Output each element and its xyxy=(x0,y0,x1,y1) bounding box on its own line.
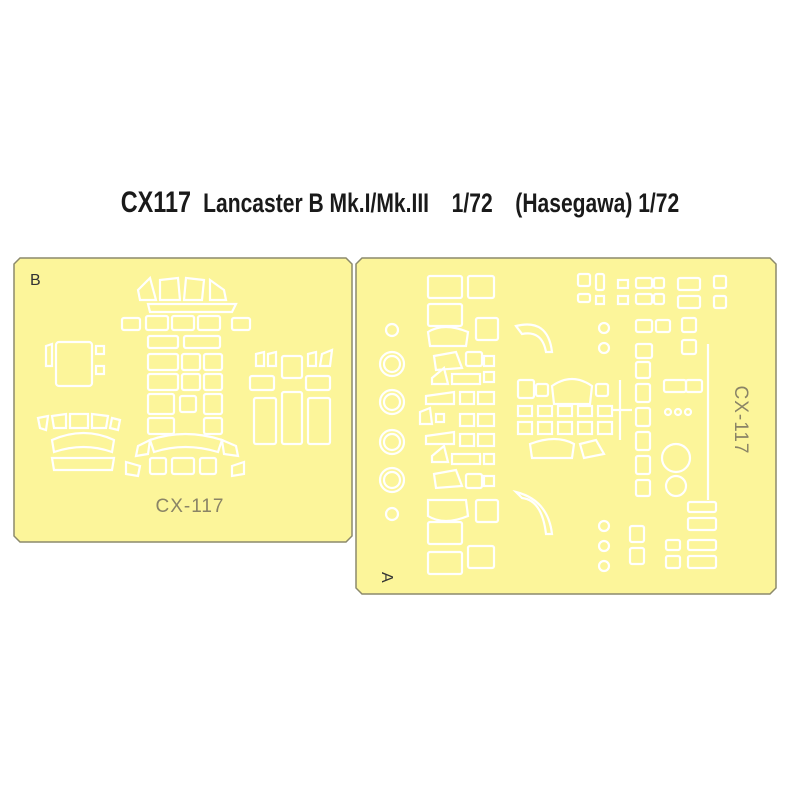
sheet-a-mask-pieces xyxy=(378,272,728,576)
mask-sheet-b: B CX-117 xyxy=(13,257,353,543)
sheet-a-letter: A xyxy=(378,572,395,583)
product-title: CX117 Lancaster B Mk.I/Mk.III 1/72 (Hase… xyxy=(88,186,712,220)
product-code: CX117 xyxy=(120,186,192,219)
sheet-b-mask-pieces xyxy=(36,275,334,478)
sheet-a-outline xyxy=(355,257,777,595)
product-name: Lancaster B Mk.I/Mk.III xyxy=(203,188,430,218)
scale-label-2: 1/72 xyxy=(638,188,680,218)
sheet-b-letter: B xyxy=(30,272,41,289)
sheet-a-code: CX-117 xyxy=(730,385,751,454)
sheet-b-code: CX-117 xyxy=(155,496,224,517)
manufacturer-label: (Hasegawa) xyxy=(515,188,633,218)
mask-sheet-a: A CX-117 xyxy=(355,257,777,595)
scale-label: 1/72 xyxy=(451,188,493,218)
